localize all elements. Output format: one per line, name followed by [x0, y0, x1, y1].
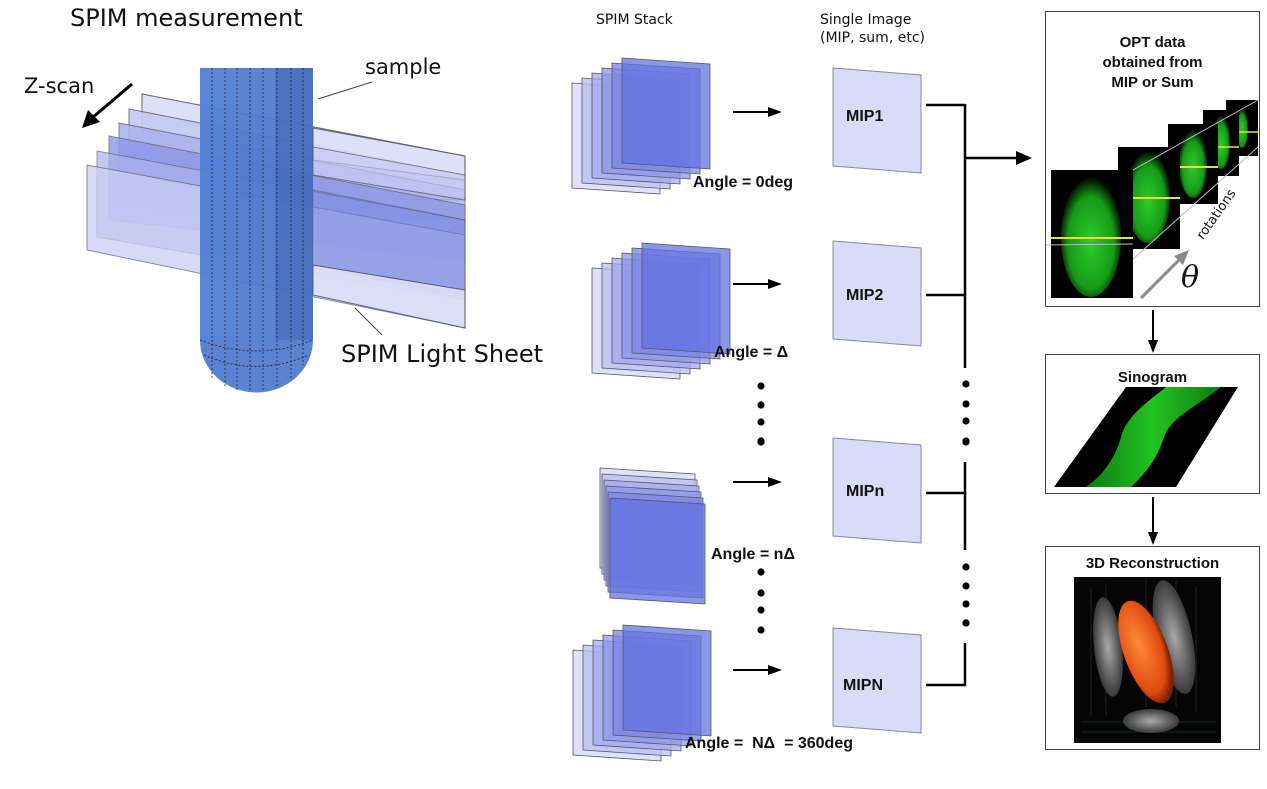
single-image-header-line2: (MIP, sum, etc) — [820, 30, 925, 46]
opt-title-line1: OPT data — [1119, 34, 1186, 51]
light-sheet-leader-line — [354, 307, 383, 336]
yz-projection — [1152, 580, 1196, 694]
ellipsis-dot — [757, 438, 765, 446]
mip-label: MIPn — [846, 483, 885, 500]
spim-measurement-title: SPIM measurement — [70, 4, 303, 32]
theta-label: θ — [1181, 260, 1200, 295]
xz-projection — [1093, 597, 1123, 697]
sample-cylinder — [199, 68, 314, 393]
reconstruction-image — [1074, 577, 1221, 743]
ellipsis-dot — [962, 417, 970, 425]
reconstruction-title: 3D Reconstruction — [1085, 555, 1220, 572]
opt-title-line3: MIP or Sum — [1111, 74, 1194, 91]
angle-label: Angle = nΔ — [711, 546, 795, 563]
angle-label: Angle = NΔ = 360deg — [685, 735, 853, 752]
opt-data-panel: OPT data obtained from MIP or Sum — [1045, 11, 1260, 307]
ellipsis-dot — [757, 401, 765, 409]
stack-slice — [641, 242, 731, 355]
light-sheet-label: SPIM Light Sheet — [341, 340, 544, 368]
arrowhead-icon — [768, 279, 782, 289]
ellipsis-dot — [757, 382, 765, 390]
spim-stack-header: SPIM Stack — [596, 12, 673, 28]
zscan-label: Z-scan — [24, 74, 95, 98]
mip-label: MIPN — [843, 677, 883, 694]
sinogram-image — [1054, 387, 1238, 487]
ellipsis-dot — [757, 568, 765, 576]
down-arrowhead-icon — [1148, 340, 1158, 353]
sinogram-title: Sinogram — [1117, 369, 1188, 386]
ellipsis-dot — [757, 626, 765, 634]
sample-leader-line — [317, 81, 373, 100]
reconstruction-panel: 3D Reconstruction — [1045, 546, 1260, 750]
ellipsis-dot — [962, 438, 970, 446]
down-arrowhead-icon — [1148, 532, 1158, 545]
stack-slice — [622, 624, 712, 737]
zscan-arrow-icon — [82, 82, 133, 128]
angle-label: Angle = Δ — [714, 344, 789, 361]
arrowhead-icon — [768, 107, 782, 117]
ellipsis-dot — [962, 563, 970, 571]
sinogram-panel: Sinogram — [1045, 354, 1260, 494]
stack-slice — [609, 497, 706, 605]
ellipsis-dot — [757, 606, 765, 614]
angle-label: Angle = 0deg — [693, 174, 794, 191]
arrowhead-icon — [768, 665, 782, 675]
reconstructed-volume — [1118, 600, 1174, 704]
arrowhead-icon — [768, 477, 782, 487]
ellipsis-dot — [962, 380, 970, 388]
opt-title-line2: obtained from — [1102, 54, 1203, 71]
ellipsis-dot — [757, 589, 765, 597]
rotation-arrow-icon — [1139, 250, 1189, 300]
stack-slice — [621, 57, 711, 170]
ellipsis-dot — [962, 582, 970, 590]
light-sheets-front — [312, 127, 466, 329]
mip-card — [832, 437, 922, 544]
mip-card — [832, 627, 922, 734]
mip-label: MIP1 — [846, 108, 884, 125]
to-opt-arrowhead-icon — [1016, 151, 1032, 165]
sample-label: sample — [365, 55, 442, 79]
projection-image — [1051, 170, 1133, 298]
single-image-header-line1: Single Image — [820, 12, 912, 28]
ellipsis-dot — [962, 600, 970, 608]
opt-projections — [1046, 99, 1259, 300]
mip-card — [832, 67, 922, 174]
mip-card — [832, 240, 922, 347]
xy-projection — [1123, 709, 1179, 733]
mip-label: MIP2 — [846, 287, 884, 304]
ellipsis-dot — [757, 418, 765, 426]
ellipsis-dot — [962, 400, 970, 408]
ellipsis-dot — [962, 619, 970, 627]
